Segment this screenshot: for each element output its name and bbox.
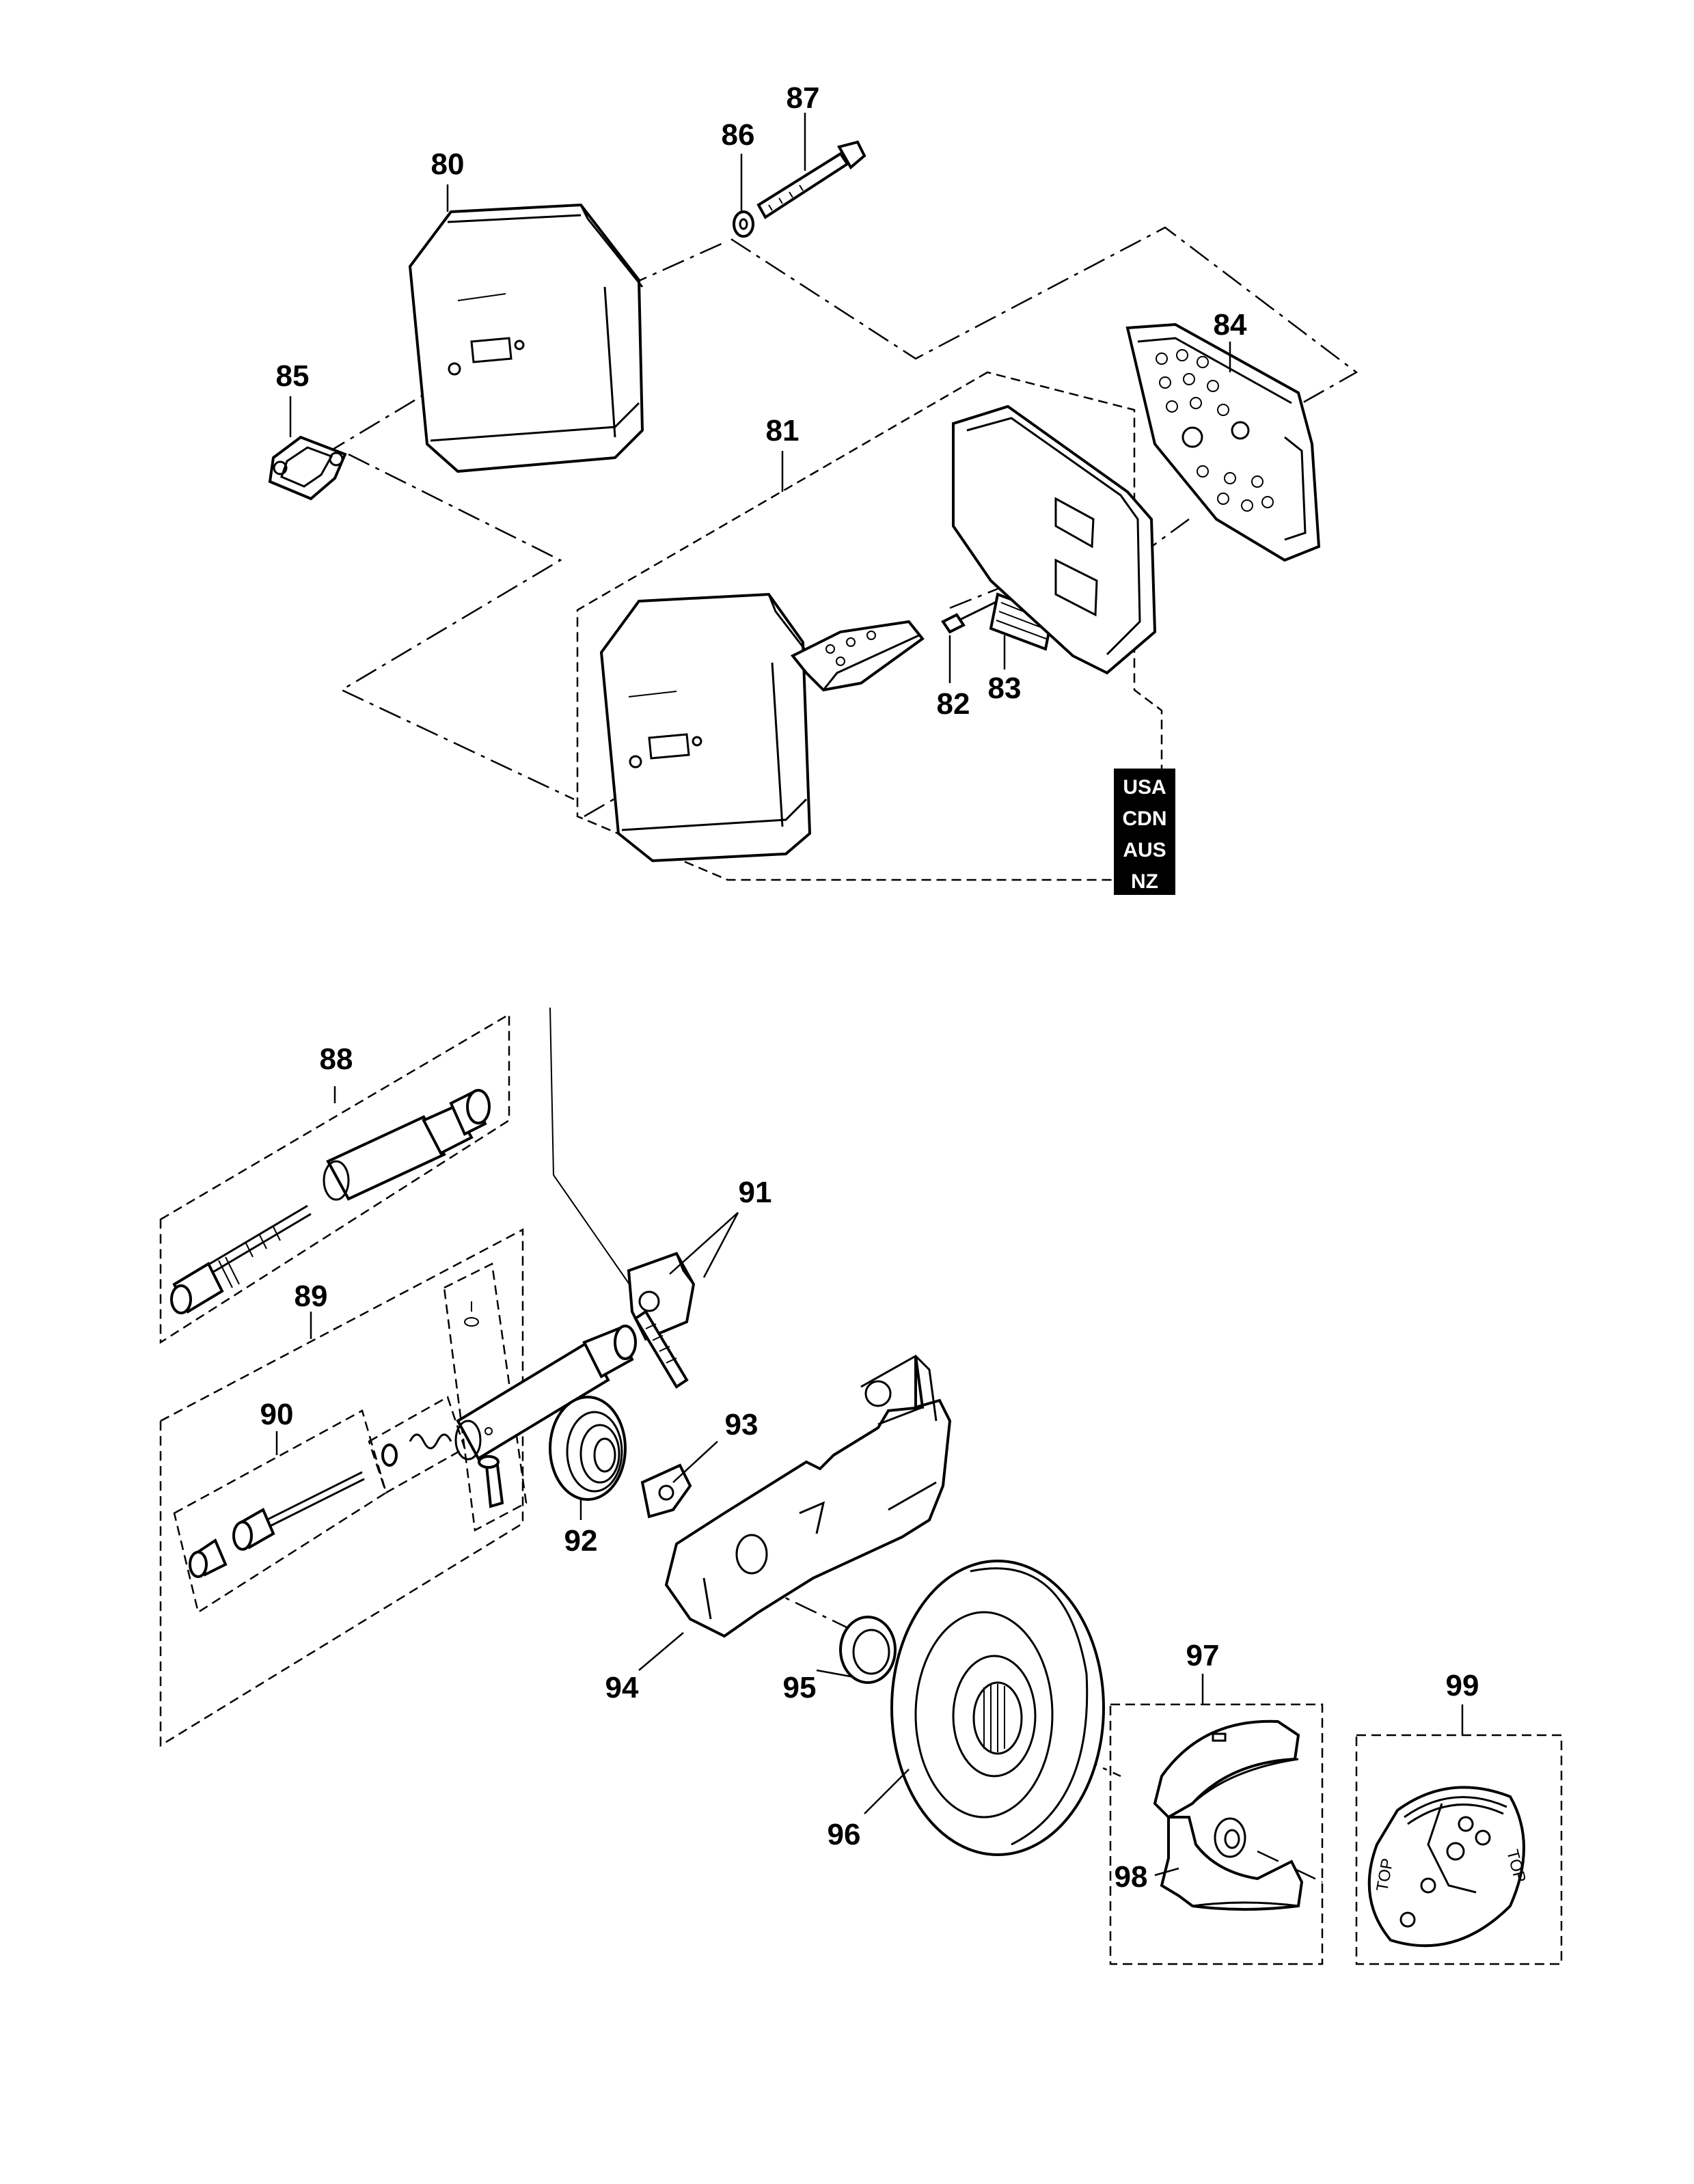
group-outline-pin (443, 1262, 528, 1532)
callout-80: 80 (431, 148, 465, 181)
route-line-gasket (324, 361, 575, 801)
assembly-outline-81 (576, 371, 1163, 881)
callout-81: 81 (766, 414, 800, 447)
callout-89: 89 (295, 1280, 328, 1313)
callout-99: 99 (1446, 1669, 1479, 1702)
clutch-disc-99 (1367, 1786, 1525, 1948)
muffler-lower (599, 592, 812, 863)
callout-87: 87 (787, 81, 820, 115)
group-outline-97 (1109, 1703, 1324, 1965)
screw-82 (941, 600, 998, 634)
callout-82: 82 (937, 687, 970, 721)
group-outline-99 (1355, 1734, 1563, 1965)
callout-90: 90 (260, 1398, 294, 1431)
adjust-screw-90 (189, 1471, 365, 1578)
leader-96 (864, 1769, 910, 1814)
leader-95 (816, 1669, 855, 1678)
route-line-upper (625, 226, 1358, 418)
leader-91a (669, 1212, 739, 1275)
region-cdn: CDN (1123, 807, 1167, 830)
region-aus: AUS (1123, 839, 1166, 861)
perforated-plate-84 (1125, 322, 1321, 562)
callout-98: 98 (1115, 1860, 1148, 1894)
leader-91b (702, 1212, 739, 1278)
route-line-clutch (1257, 1850, 1323, 1883)
worm-gear-92 (549, 1396, 627, 1501)
callout-95: 95 (783, 1671, 817, 1704)
callout-84: 84 (1214, 308, 1247, 342)
route-line-oil (549, 1007, 640, 1299)
sleeve-assembly-88 (170, 1089, 491, 1314)
callout-93: 93 (725, 1408, 759, 1441)
group-outline-spring (368, 1396, 466, 1494)
bolt-87 (756, 140, 866, 219)
group-outline-89 (159, 1228, 524, 1747)
region-usa: USA (1123, 776, 1166, 799)
block-91 (627, 1252, 696, 1389)
leader-93 (672, 1441, 718, 1483)
region-nz: NZ (1131, 870, 1158, 893)
group-outline-88 (159, 1012, 510, 1344)
callout-86: 86 (722, 118, 755, 152)
deflector-bracket (790, 620, 925, 692)
leader-98 (1154, 1867, 1179, 1877)
bar-plate-94 (664, 1355, 952, 1638)
callout-92: 92 (564, 1524, 598, 1558)
pump-assembly-89 (381, 1301, 637, 1508)
callout-96: 96 (828, 1818, 861, 1851)
callout-94: 94 (605, 1671, 639, 1704)
callout-83: 83 (988, 672, 1022, 705)
clutch-drum-96 (890, 1560, 1105, 1856)
region-badge: USA CDN AUS NZ (1114, 769, 1175, 895)
screen-housing (952, 404, 1157, 675)
callout-97: 97 (1186, 1639, 1220, 1672)
muffler-upper (408, 203, 644, 473)
callout-85: 85 (276, 359, 310, 393)
callout-88: 88 (320, 1042, 353, 1076)
group-outline-90 (173, 1409, 387, 1614)
callout-91: 91 (739, 1176, 772, 1209)
washer-95 (839, 1616, 897, 1684)
washer-86 (733, 210, 754, 238)
gasket-85 (268, 435, 347, 501)
clutch-shoe-97 (1153, 1719, 1304, 1911)
leader-94 (638, 1632, 684, 1671)
